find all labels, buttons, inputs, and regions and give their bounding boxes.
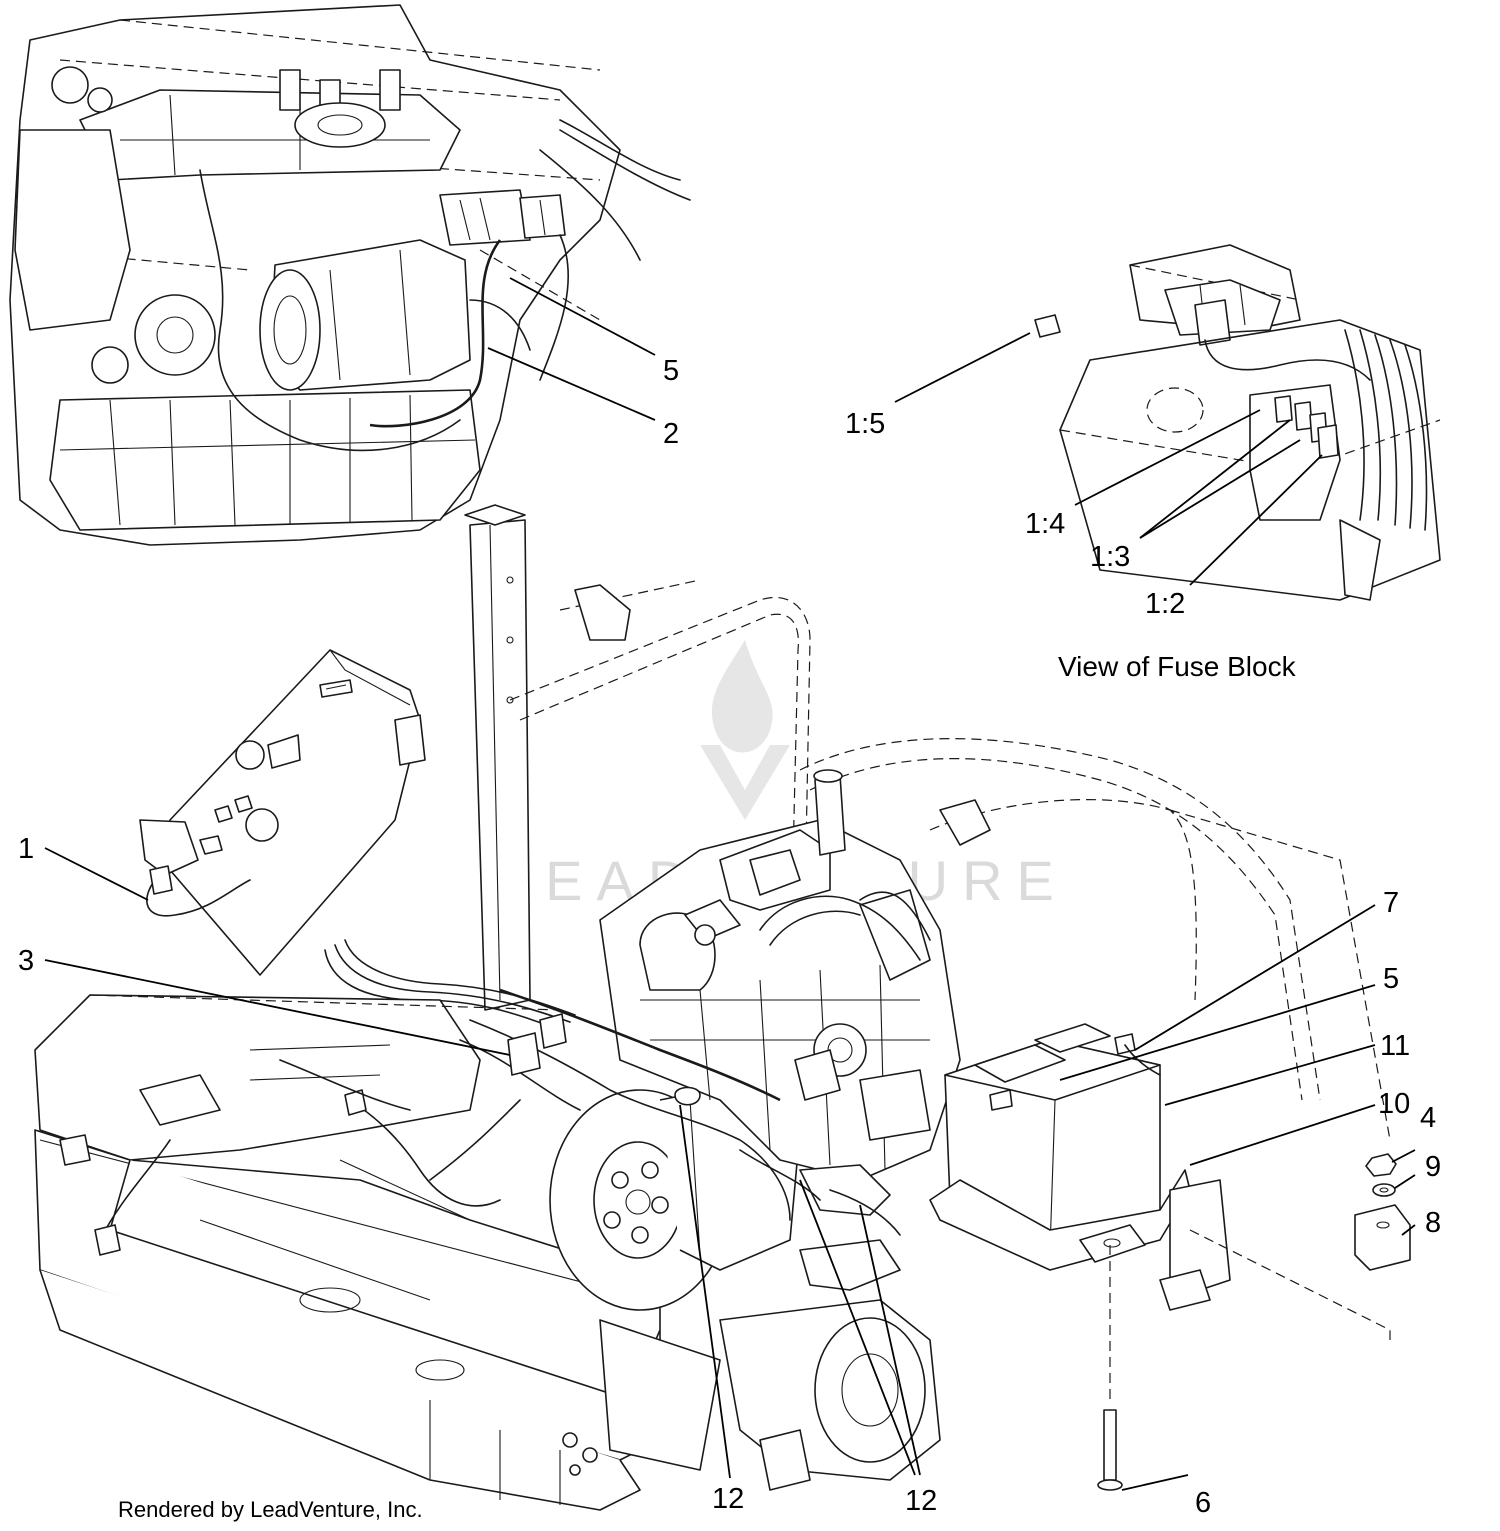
callout-1-4: 1:4 [1025, 508, 1065, 540]
callout-2: 2 [663, 418, 679, 450]
leader-lines [44, 277, 1416, 1491]
fuse-block-caption: View of Fuse Block [1058, 651, 1297, 682]
nut [1365, 1153, 1397, 1177]
callout-labels: 5 2 1:5 1:4 1:3 1:2 View of Fuse Block 1… [18, 355, 1441, 1522]
callout-8: 8 [1425, 1207, 1441, 1239]
callout-6: 6 [1195, 1487, 1211, 1519]
callout-12-left: 12 [712, 1483, 744, 1515]
washer [1372, 1183, 1396, 1197]
callout-1-5: 1:5 [845, 408, 885, 440]
callout-1-2: 1:2 [1145, 588, 1185, 620]
callout-1: 1 [18, 833, 34, 865]
callout-12-right: 12 [905, 1485, 937, 1517]
callout-5-top: 5 [663, 355, 679, 387]
callout-7: 7 [1383, 887, 1399, 919]
callout-3: 3 [18, 945, 34, 977]
callout-11: 11 [1380, 1030, 1410, 1062]
battery-clamp [1354, 1204, 1411, 1271]
callout-5-battery: 5 [1383, 963, 1399, 995]
fuse-block-inset [1034, 244, 1441, 601]
main-assembly [34, 504, 1411, 1511]
render-credit: Rendered by LeadVenture, Inc. [118, 1497, 423, 1522]
callout-10: 10 [1378, 1088, 1410, 1120]
engine-detail-inset [9, 4, 691, 546]
callout-1-3: 1:3 [1090, 541, 1130, 573]
callout-4: 4 [1420, 1102, 1436, 1134]
callout-9: 9 [1425, 1151, 1441, 1183]
bolt [1103, 1409, 1117, 1481]
spare-fuse [1034, 314, 1061, 338]
